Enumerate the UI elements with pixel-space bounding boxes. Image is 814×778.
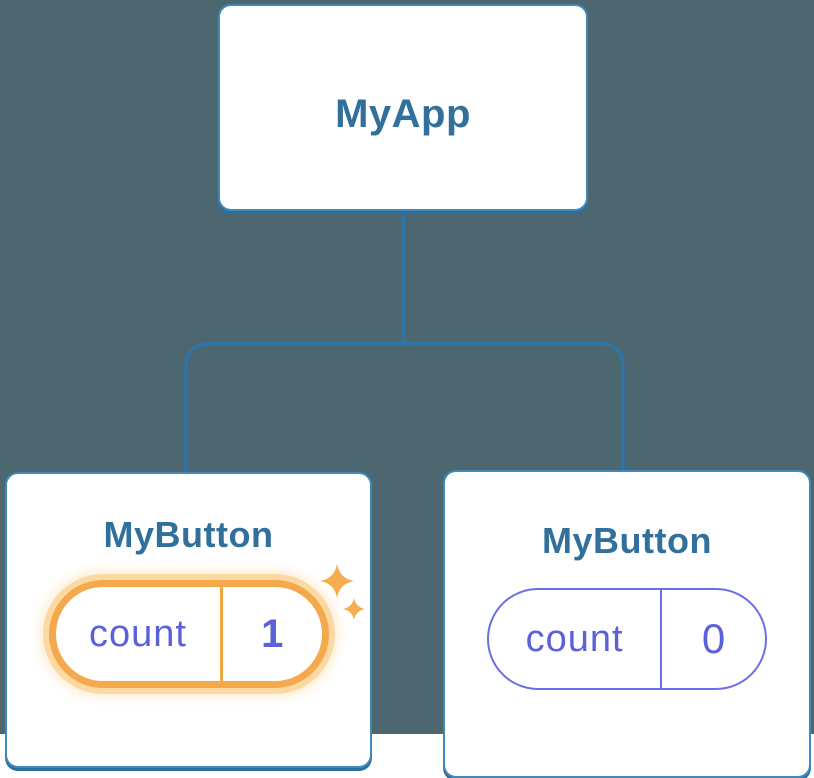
sparkle-small [343, 598, 365, 620]
node-mybutton-right-label: MyButton [542, 520, 712, 561]
node-myapp-label: MyApp [335, 92, 471, 136]
node-mybutton-left-label: MyButton [103, 514, 274, 555]
node-mybutton-right: MyButton count 0 [443, 470, 811, 778]
state-key-label: count [88, 612, 187, 655]
sparkles-icon [320, 564, 365, 620]
pill-divider [660, 590, 663, 688]
node-mybutton-left: MyButton count 1 [5, 472, 372, 768]
pill-divider [220, 587, 223, 681]
state-pill: count 0 [487, 588, 767, 690]
state-pill-highlighted: count 1 [48, 580, 329, 688]
sparkle-large [320, 564, 354, 598]
state-value: 1 [261, 611, 284, 656]
node-myapp: MyApp [218, 4, 588, 211]
connector-bracket [184, 341, 625, 473]
state-key-label: count [525, 617, 624, 660]
state-value: 0 [701, 615, 726, 662]
